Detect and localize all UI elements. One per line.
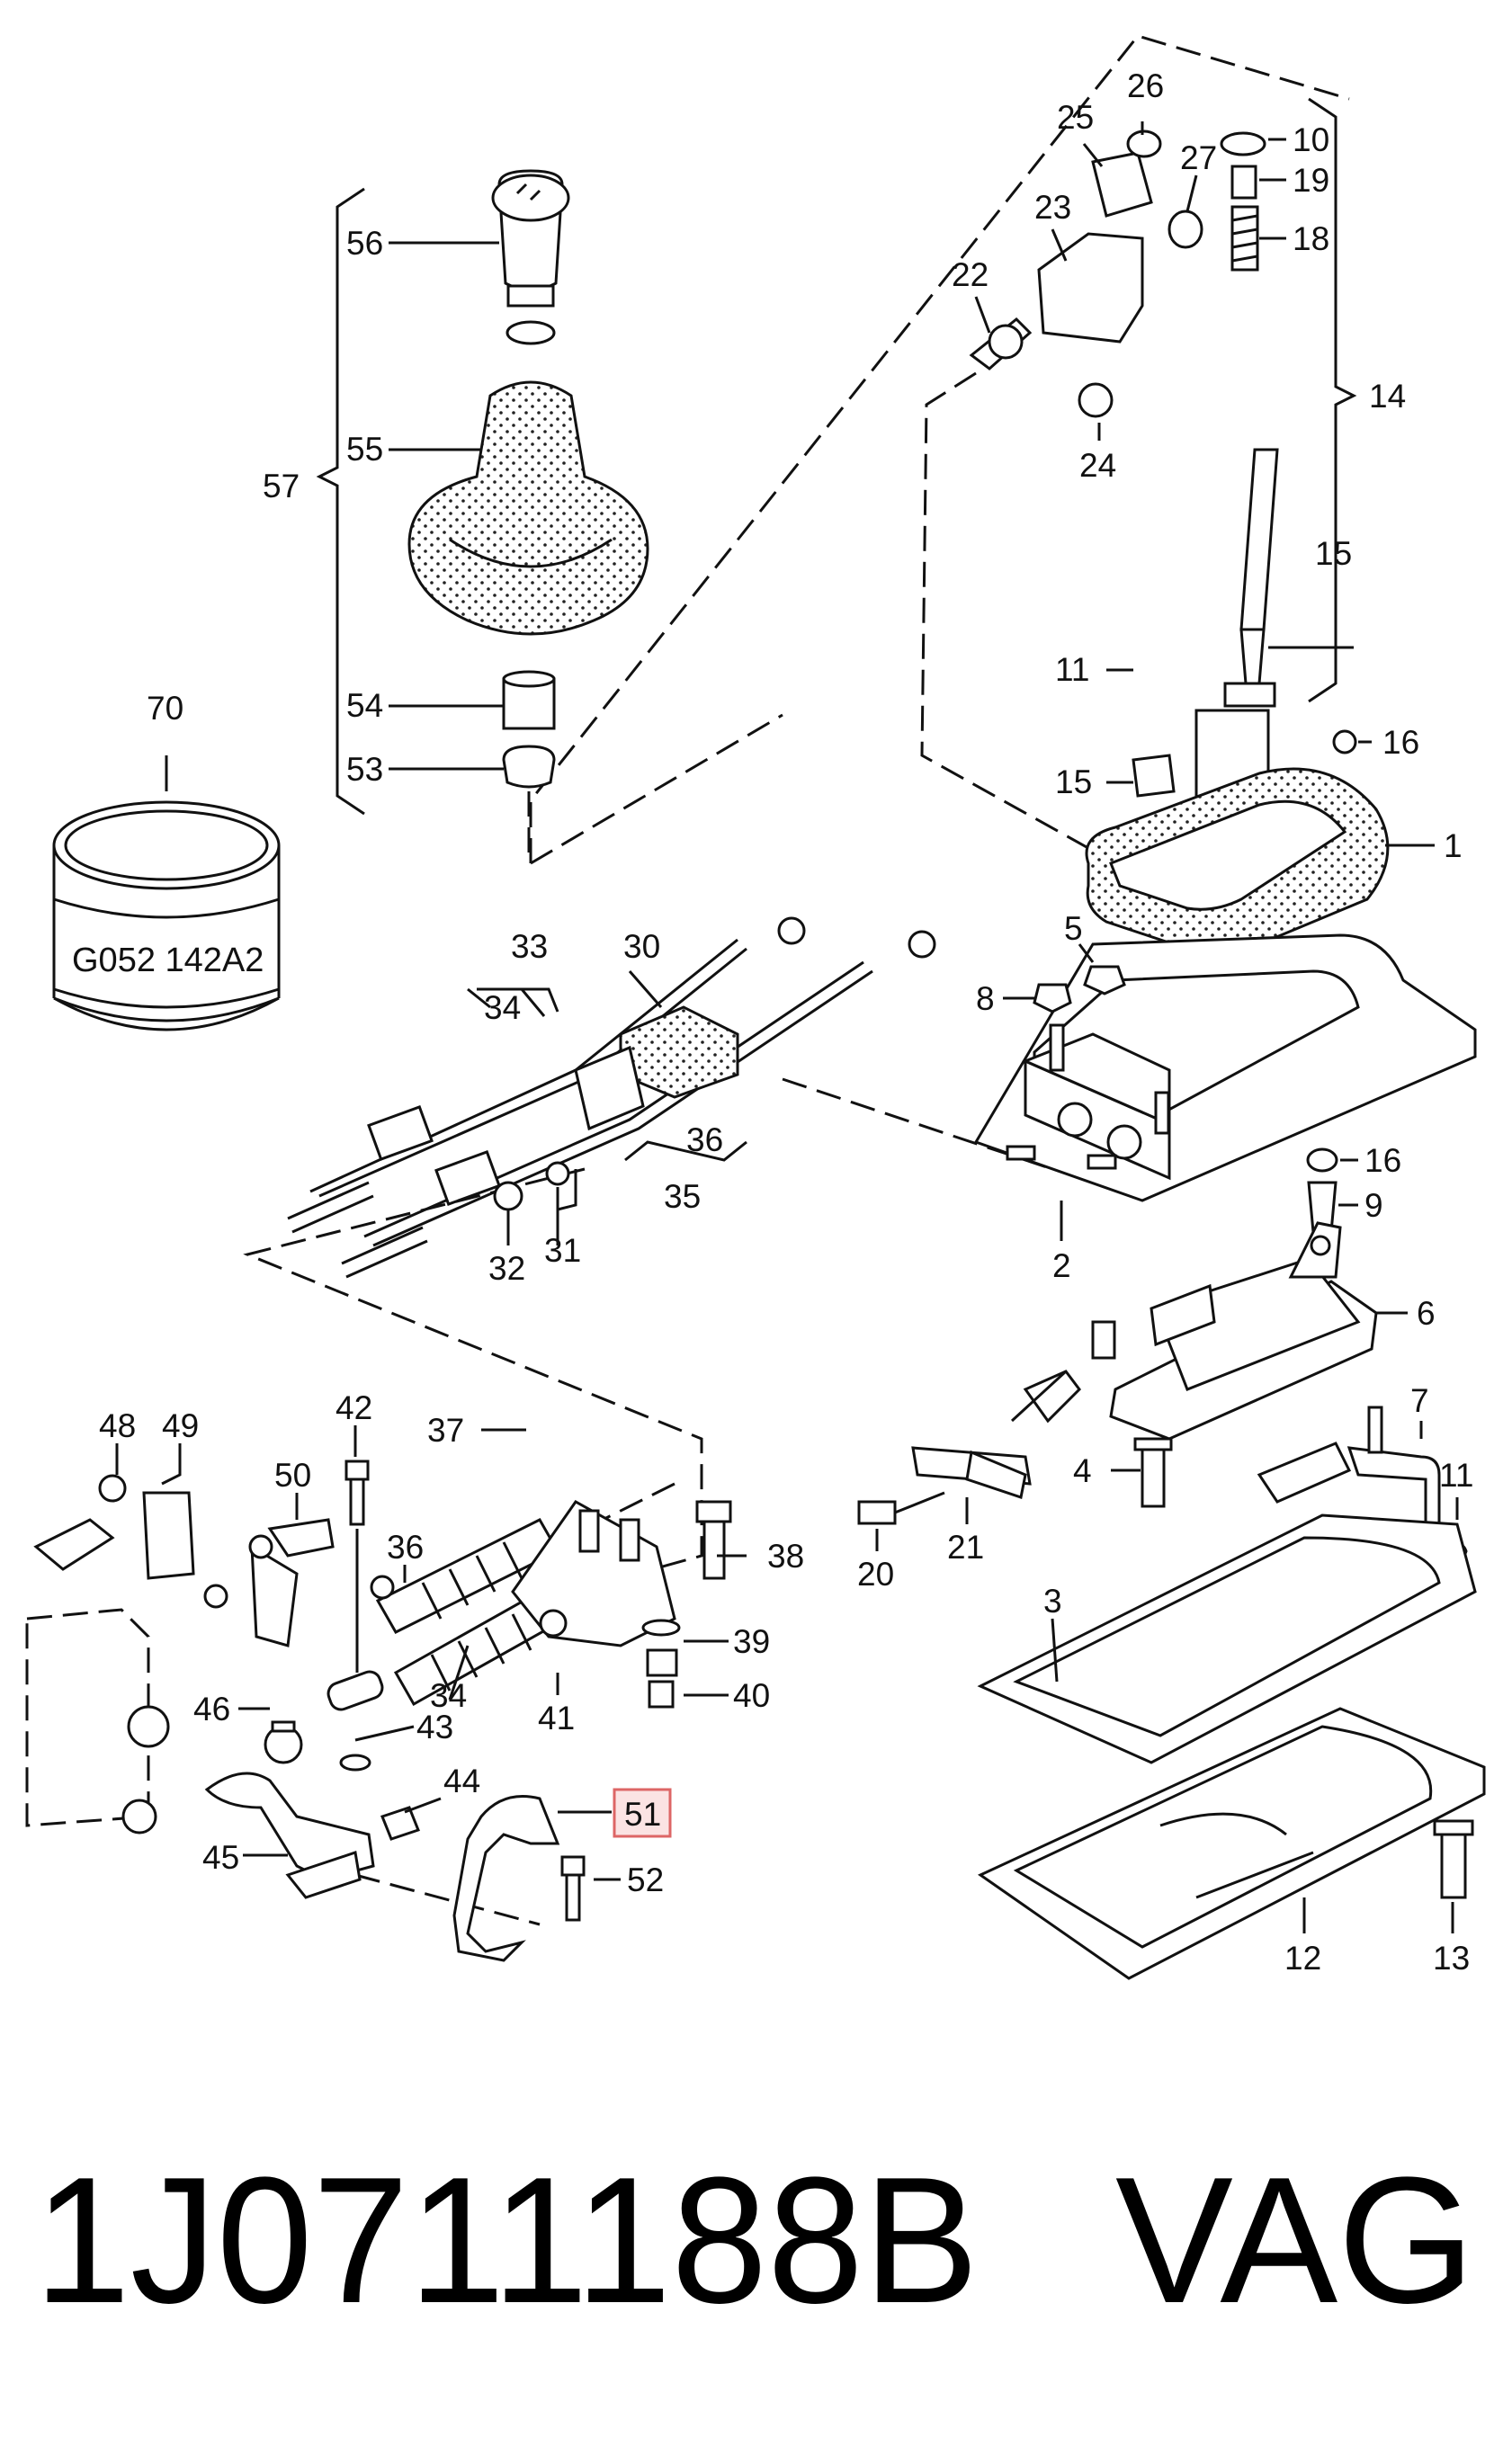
gasket-3	[977, 1513, 1477, 1764]
callout-3: 3	[1043, 1583, 1062, 1620]
callout-49: 49	[162, 1407, 199, 1444]
pin-and-clip	[1306, 1147, 1338, 1234]
callout-25: 25	[1057, 99, 1094, 136]
selector-plate	[1091, 1221, 1378, 1441]
callout-50: 50	[274, 1457, 311, 1494]
callout-52: 52	[627, 1861, 664, 1898]
callout-15-lower: 15	[1055, 763, 1092, 800]
seal-ring	[52, 800, 281, 1031]
callout-26: 26	[1127, 67, 1164, 104]
gear-knob	[491, 169, 570, 345]
bolt-42	[344, 1460, 370, 1673]
lever-housing	[1085, 767, 1390, 954]
callout-37: 37	[427, 1412, 464, 1449]
callout-8: 8	[976, 980, 995, 1017]
callout-39: 39	[733, 1623, 770, 1660]
callout-9: 9	[1364, 1187, 1383, 1224]
gear-boot	[407, 380, 649, 636]
callout-36-lower: 36	[387, 1529, 424, 1566]
callout-30: 30	[623, 928, 660, 965]
callout-53: 53	[346, 751, 383, 788]
callout-56: 56	[346, 225, 383, 262]
part-number: 1J0711188B	[34, 2140, 979, 2341]
spring-rods	[327, 1518, 560, 1711]
callout-12: 12	[1284, 1940, 1321, 1977]
gearbox-silhouette	[25, 1608, 170, 1835]
callout-14: 14	[1369, 378, 1406, 415]
boot-bushes	[502, 670, 556, 863]
callout-4: 4	[1073, 1452, 1092, 1489]
callout-48: 48	[99, 1407, 136, 1444]
callout-19: 19	[1293, 162, 1329, 199]
leader-lines	[115, 121, 1459, 1933]
relay-lever	[33, 1474, 335, 1647]
callout-51: 51	[624, 1796, 661, 1833]
callout-55: 55	[346, 431, 383, 468]
callout-10: 10	[1293, 121, 1329, 158]
callout-18: 18	[1293, 220, 1329, 257]
callout-33: 33	[511, 928, 548, 965]
callout-57: 57	[263, 468, 300, 504]
lever-45	[204, 1720, 420, 1899]
selector-linkage	[969, 129, 1266, 418]
callout-38: 38	[767, 1538, 804, 1575]
callout-5: 5	[1064, 910, 1083, 947]
highlight-box	[613, 1788, 672, 1838]
callout-16-upper: 16	[1382, 724, 1419, 761]
callout-24: 24	[1079, 447, 1116, 484]
callout-labels: 56 55 57 54 53 70 26 25 27 10 19 18 23 2…	[99, 67, 1473, 1977]
callout-42: 42	[336, 1389, 372, 1426]
callout-32: 32	[488, 1250, 525, 1287]
callout-1: 1	[1444, 827, 1463, 864]
callout-11-upper: 11	[1055, 651, 1089, 688]
callout-11-lower: 11	[1439, 1457, 1473, 1494]
ring-marking: G052 142A2	[72, 942, 264, 979]
bracket-plate	[511, 1500, 732, 1709]
callout-23: 23	[1034, 189, 1071, 226]
callout-7: 7	[1410, 1382, 1429, 1419]
callout-44: 44	[443, 1763, 480, 1799]
callout-43: 43	[416, 1709, 453, 1745]
group-brackets	[316, 97, 1357, 816]
callout-35: 35	[664, 1178, 701, 1215]
base-plate	[973, 933, 1477, 1202]
callout-16-lower: 16	[1364, 1142, 1401, 1179]
callout-27: 27	[1180, 139, 1217, 176]
callout-20: 20	[857, 1556, 894, 1593]
callout-21: 21	[947, 1529, 984, 1566]
callout-6: 6	[1417, 1295, 1436, 1332]
brand: VAG	[1115, 2140, 1475, 2341]
callout-31: 31	[544, 1232, 581, 1269]
callout-34-lower: 34	[430, 1677, 467, 1714]
callout-40: 40	[733, 1677, 770, 1714]
lever-arm	[857, 1370, 1081, 1525]
callout-36-upper: 36	[686, 1121, 723, 1158]
callout-46: 46	[193, 1691, 230, 1727]
shift-cables	[287, 916, 936, 1279]
callout-70: 70	[147, 690, 183, 727]
callout-13: 13	[1433, 1940, 1470, 1977]
callout-2: 2	[1052, 1247, 1071, 1284]
callout-41: 41	[538, 1700, 575, 1736]
callout-45: 45	[202, 1839, 239, 1876]
callout-15-upper: 15	[1315, 535, 1352, 572]
callout-54: 54	[346, 687, 383, 724]
bottom-plate-12	[977, 1707, 1486, 1980]
callout-22: 22	[952, 256, 989, 293]
callout-34-upper: 34	[484, 989, 521, 1026]
bracket-51	[452, 1795, 586, 1962]
